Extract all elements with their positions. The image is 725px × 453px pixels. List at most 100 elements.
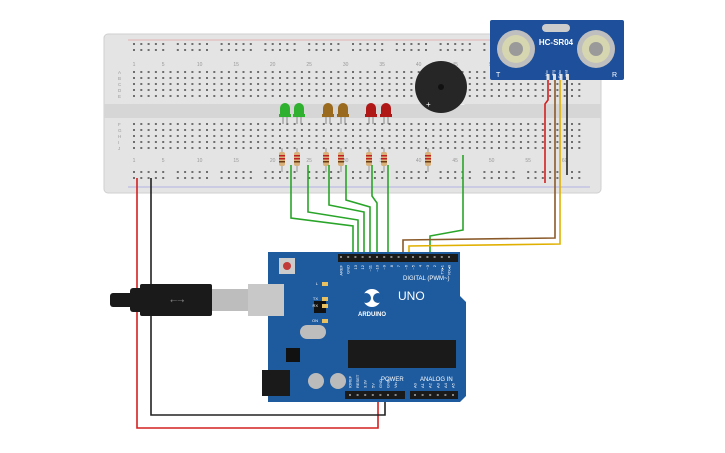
breadboard-row-letter: D [118,88,122,93]
digital-pin-label: RX◂0 [447,264,452,275]
wire-yellow-echo [408,80,561,256]
digital-header-label: DIGITAL (PWM~) [403,276,450,282]
breadboard-column-number: 1 [133,158,136,164]
power-pin-label: IOREF [348,375,353,388]
led [366,103,376,116]
breadboard-column-number: 35 [379,62,385,68]
sensor-r-mark: R [612,72,617,79]
breadboard-holes [133,43,581,179]
wire-green-5 [371,165,378,256]
breadboard-column-number: 45 [452,62,458,68]
breadboard-row-letter: J [118,146,120,151]
digital-pin-label: AREF [339,264,344,275]
wire-green-3 [328,165,365,256]
digital-pin-label: 2 [432,264,437,267]
usb-cable: ⭠⭢ [110,284,248,316]
wire-green-1 [290,165,354,256]
breadboard-column-number: 1 [133,62,136,68]
led [323,103,333,116]
breadboard-column-number: 20 [270,62,276,68]
power-pin-label: Vin [393,382,398,388]
board-led-label: ON [312,318,318,323]
digital-pin-label: 8 [389,264,394,267]
digital-pin-label: 4 [418,264,423,267]
sensor-pin-label: Vcc [545,70,549,76]
usb-icon: ⭠⭢ [170,295,184,305]
power-header-label: POWER [381,377,404,383]
sensor-pin-label: Echo [558,70,562,78]
breadboard-column-number: 50 [489,158,495,164]
piezo-buzzer: + − [415,61,467,113]
resistors [279,148,431,172]
breadboard: 1155101015152020252530303535404045455050… [103,33,602,194]
arduino-brand: ARDUINO [358,312,386,318]
digital-pin-label: ~9 [382,264,387,269]
digital-pin-label: ~5 [411,264,416,269]
breadboard-column-number: 15 [233,158,239,164]
breadboard-column-number: 40 [416,62,422,68]
breadboard-column-number: 10 [197,62,203,68]
analog-pin-label: A1 [420,382,425,388]
sensor-pin-label: Gnd [565,70,569,77]
breadboard-row-letter: C [118,82,122,87]
breadboard-column-number: 15 [233,62,239,68]
board-led-label: L [316,281,319,286]
sensor-pin-label: Trig [552,70,556,76]
breadboard-column-number: 45 [452,158,458,164]
analog-pin-label: A5 [451,382,456,388]
analog-header-label: ANALOG IN [420,377,453,383]
breadboard-row-letter: E [118,94,121,99]
digital-pin-label: 13 [353,264,358,269]
wire-green-2 [307,165,359,256]
breadboard-row-letter: I [118,140,119,145]
led [338,103,348,116]
board-status-leds: L TX RX ON [312,281,328,323]
sensor-t-mark: T [496,72,501,79]
breadboard-row-letter: H [118,134,121,139]
breadboard-column-number: 40 [416,158,422,164]
power-pin-label: 3.3V [363,379,368,388]
digital-pin-label: ~11 [367,264,372,271]
sensor-label: HC-SR04 [539,38,574,47]
buzzer-minus-label: − [460,100,465,109]
breadboard-row-letter: A [118,70,121,75]
led [280,103,290,116]
breadboard-column-number: 5 [162,62,165,68]
breadboard-column-number: 10 [197,158,203,164]
analog-pin-label: A0 [413,382,418,388]
arduino-model: UNO [398,289,425,303]
digital-pin-label: ~3 [425,264,430,269]
board-led-label: TX [313,296,318,301]
power-pin-label: RESET [355,374,360,388]
board-led-label: RX [312,303,318,308]
analog-pin-label: A2 [428,382,433,388]
led [381,103,391,116]
power-pin-label: GND [386,379,391,388]
breadboard-column-number: 30 [343,62,349,68]
power-pin-label: GND [378,379,383,388]
digital-pin-label: GND [346,265,351,274]
led [294,103,304,116]
buzzer-plus-label: + [426,100,431,109]
breadboard-column-number: 20 [270,158,276,164]
power-pin-label: 5V [370,383,375,388]
leds [279,103,392,124]
digital-pin-label: 7 [396,264,401,267]
digital-pin-label: ~10 [375,264,380,272]
analog-pin-label: A3 [435,382,440,388]
digital-pin-label: ~6 [403,264,408,269]
breadboard-column-number: 25 [306,62,312,68]
digital-pin-label: TX▸1 [439,264,444,274]
wire-red-vcc [544,80,549,183]
breadboard-row-letter: B [118,76,121,81]
breadboard-column-number: 5 [162,158,165,164]
